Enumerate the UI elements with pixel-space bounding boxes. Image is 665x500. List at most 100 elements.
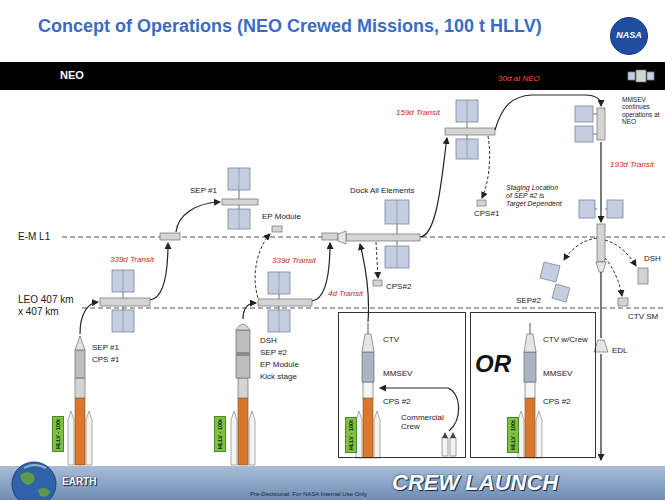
trajectory-arrow <box>600 272 601 338</box>
orbit-line <box>62 237 665 308</box>
hllv-rocket <box>231 411 237 465</box>
orbit-line <box>82 308 665 309</box>
hllv-rocket <box>518 323 542 458</box>
jettison-arrow <box>605 258 622 296</box>
element-label: SEP #1 <box>92 343 119 352</box>
launch-option-box: CTV w/CrewMMSEVCPS #2HLLV - 100t <box>470 312 596 458</box>
spacecraft-stack <box>647 72 654 80</box>
spacecraft-stack <box>540 262 560 282</box>
spacecraft-stack <box>112 270 134 292</box>
trajectory-arrow <box>380 388 459 431</box>
spacecraft-stack <box>385 200 409 224</box>
element-label: CPS #1 <box>92 355 120 364</box>
earth-globe <box>20 472 35 485</box>
element-label: CPS#1 <box>474 209 499 218</box>
hllv-rocket <box>530 323 531 334</box>
hllv-rocket <box>236 352 250 356</box>
jettison-arrow <box>255 234 270 298</box>
transit-duration: 159d Transit <box>396 108 440 117</box>
spacecraft-stack <box>552 284 570 302</box>
destination-band: NEO <box>0 62 665 90</box>
hllv-rocket <box>362 352 374 382</box>
commercial-crew-rocket <box>450 438 456 456</box>
spacecraft-stack <box>279 310 280 332</box>
transit-duration: 339d Transit <box>110 255 154 264</box>
node-text: MMSEV <box>383 369 412 378</box>
hllv-rocket <box>75 378 85 398</box>
node-text: CPS #2 <box>543 397 571 406</box>
hllv-rocket <box>374 411 380 458</box>
spacecraft-stack <box>123 292 124 310</box>
spacecraft-stack <box>597 108 605 140</box>
hllv-rocket <box>525 382 535 398</box>
spacecraft-stack <box>597 224 605 262</box>
hllv-rocket <box>75 336 85 350</box>
hllv-rocket <box>356 323 380 458</box>
hllv-rocket <box>75 398 85 465</box>
spacecraft-stack <box>575 126 593 142</box>
hllv-rocket <box>238 378 248 398</box>
spacecraft-stack <box>594 340 608 352</box>
hllv-rocket <box>363 382 373 398</box>
vehicle-tag-text: HLLV - 100t <box>217 419 223 449</box>
spacecraft-stack <box>222 199 258 205</box>
spacecraft-stack <box>346 234 420 241</box>
trajectory-arrow <box>600 354 601 460</box>
hllv-rocket <box>524 352 536 382</box>
spacecraft-stack <box>477 200 486 206</box>
orbit-label: E-M L1 <box>18 231 50 243</box>
transit-duration: 339d Transit <box>272 256 316 265</box>
spacecraft-stack <box>228 168 250 190</box>
transit-duration: 4d Transit <box>328 289 363 298</box>
spacecraft-stack <box>279 294 280 310</box>
trajectory-arrow <box>600 142 601 222</box>
element-label: EP Module <box>262 212 301 221</box>
spacecraft-stack <box>268 310 290 332</box>
hllv-rocket <box>236 324 250 330</box>
spacecraft-stack <box>322 233 338 240</box>
node-text: Pre-Decisional: For NASA Internal Use On… <box>250 491 367 498</box>
earth-band: EARTHCREW LAUNCHPre-Decisional: For NASA… <box>0 466 665 500</box>
jettison-arrow <box>482 136 490 198</box>
spacecraft-stack <box>272 226 282 232</box>
spacecraft-stack <box>239 190 240 209</box>
spacecraft-stack <box>112 310 134 332</box>
spacecraft-stack <box>607 200 623 218</box>
node-text: CPS #2 <box>383 397 411 406</box>
hllv-rocket <box>362 334 374 352</box>
spacecraft-stack <box>467 100 468 122</box>
agency-logo: NASA <box>610 17 648 55</box>
element-label: DSH <box>644 254 661 263</box>
spacecraft-stack <box>445 128 495 135</box>
hllv-rocket <box>363 398 373 458</box>
hllv-rocket <box>68 411 74 465</box>
hllv-rocket <box>68 336 92 465</box>
element-label: SEP#2 <box>516 296 541 305</box>
node-text: Commercial Crew <box>401 413 445 431</box>
spacecraft-stack <box>397 246 398 268</box>
spacecraft-stack <box>467 122 468 139</box>
jettison-arrow <box>376 242 378 278</box>
hllv-rocket <box>536 411 542 458</box>
spacecraft-stack <box>239 168 240 190</box>
element-label: EP Module <box>260 360 299 369</box>
element-label: CPS#2 <box>386 282 411 291</box>
option-separator: OR <box>475 350 511 378</box>
trajectory-arrow <box>80 95 601 460</box>
spacecraft-stack <box>575 106 593 122</box>
earth-globe <box>38 488 50 497</box>
element-label: DSH <box>260 336 277 345</box>
element-label: EDL <box>612 346 628 355</box>
vehicle-tag: HLLV - 100t <box>214 416 226 452</box>
commercial-crew-rocket <box>450 432 456 438</box>
node-text: CTV <box>383 335 399 344</box>
earth-globe <box>12 462 56 500</box>
vehicle-tag: HLLV - 100t <box>345 417 357 453</box>
spacecraft-stack <box>628 72 635 80</box>
trajectory-arrow <box>80 302 98 334</box>
spacecraft-stack <box>618 298 628 306</box>
spacecraft-stack <box>100 70 654 352</box>
jettison-arrow <box>605 240 636 266</box>
spacecraft-stack <box>338 231 346 244</box>
event-note: Dock All Elements <box>350 186 414 195</box>
